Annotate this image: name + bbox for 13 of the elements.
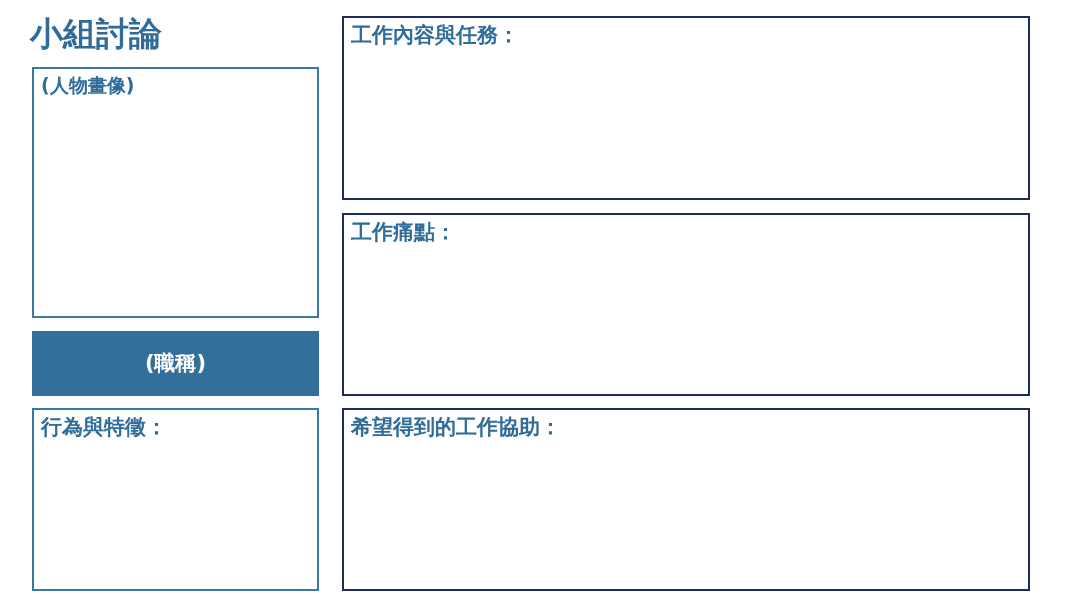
page-title: 小組討論: [30, 14, 162, 54]
text-box: [32, 67, 319, 318]
title-bar: [32, 331, 319, 396]
section-heading: 希望得到的工作協助：: [351, 414, 561, 441]
section-heading: (人物畫像): [41, 73, 135, 98]
section-heading: 工作痛點：: [351, 219, 456, 246]
text-box: [342, 16, 1030, 200]
text-box: [342, 408, 1030, 591]
section-heading: 工作內容與任務：: [351, 22, 519, 49]
text-box: [32, 408, 319, 591]
section-heading: 行為與特徵：: [41, 414, 167, 441]
job-title-label: (職稱): [144, 349, 207, 377]
text-box: [342, 213, 1030, 396]
